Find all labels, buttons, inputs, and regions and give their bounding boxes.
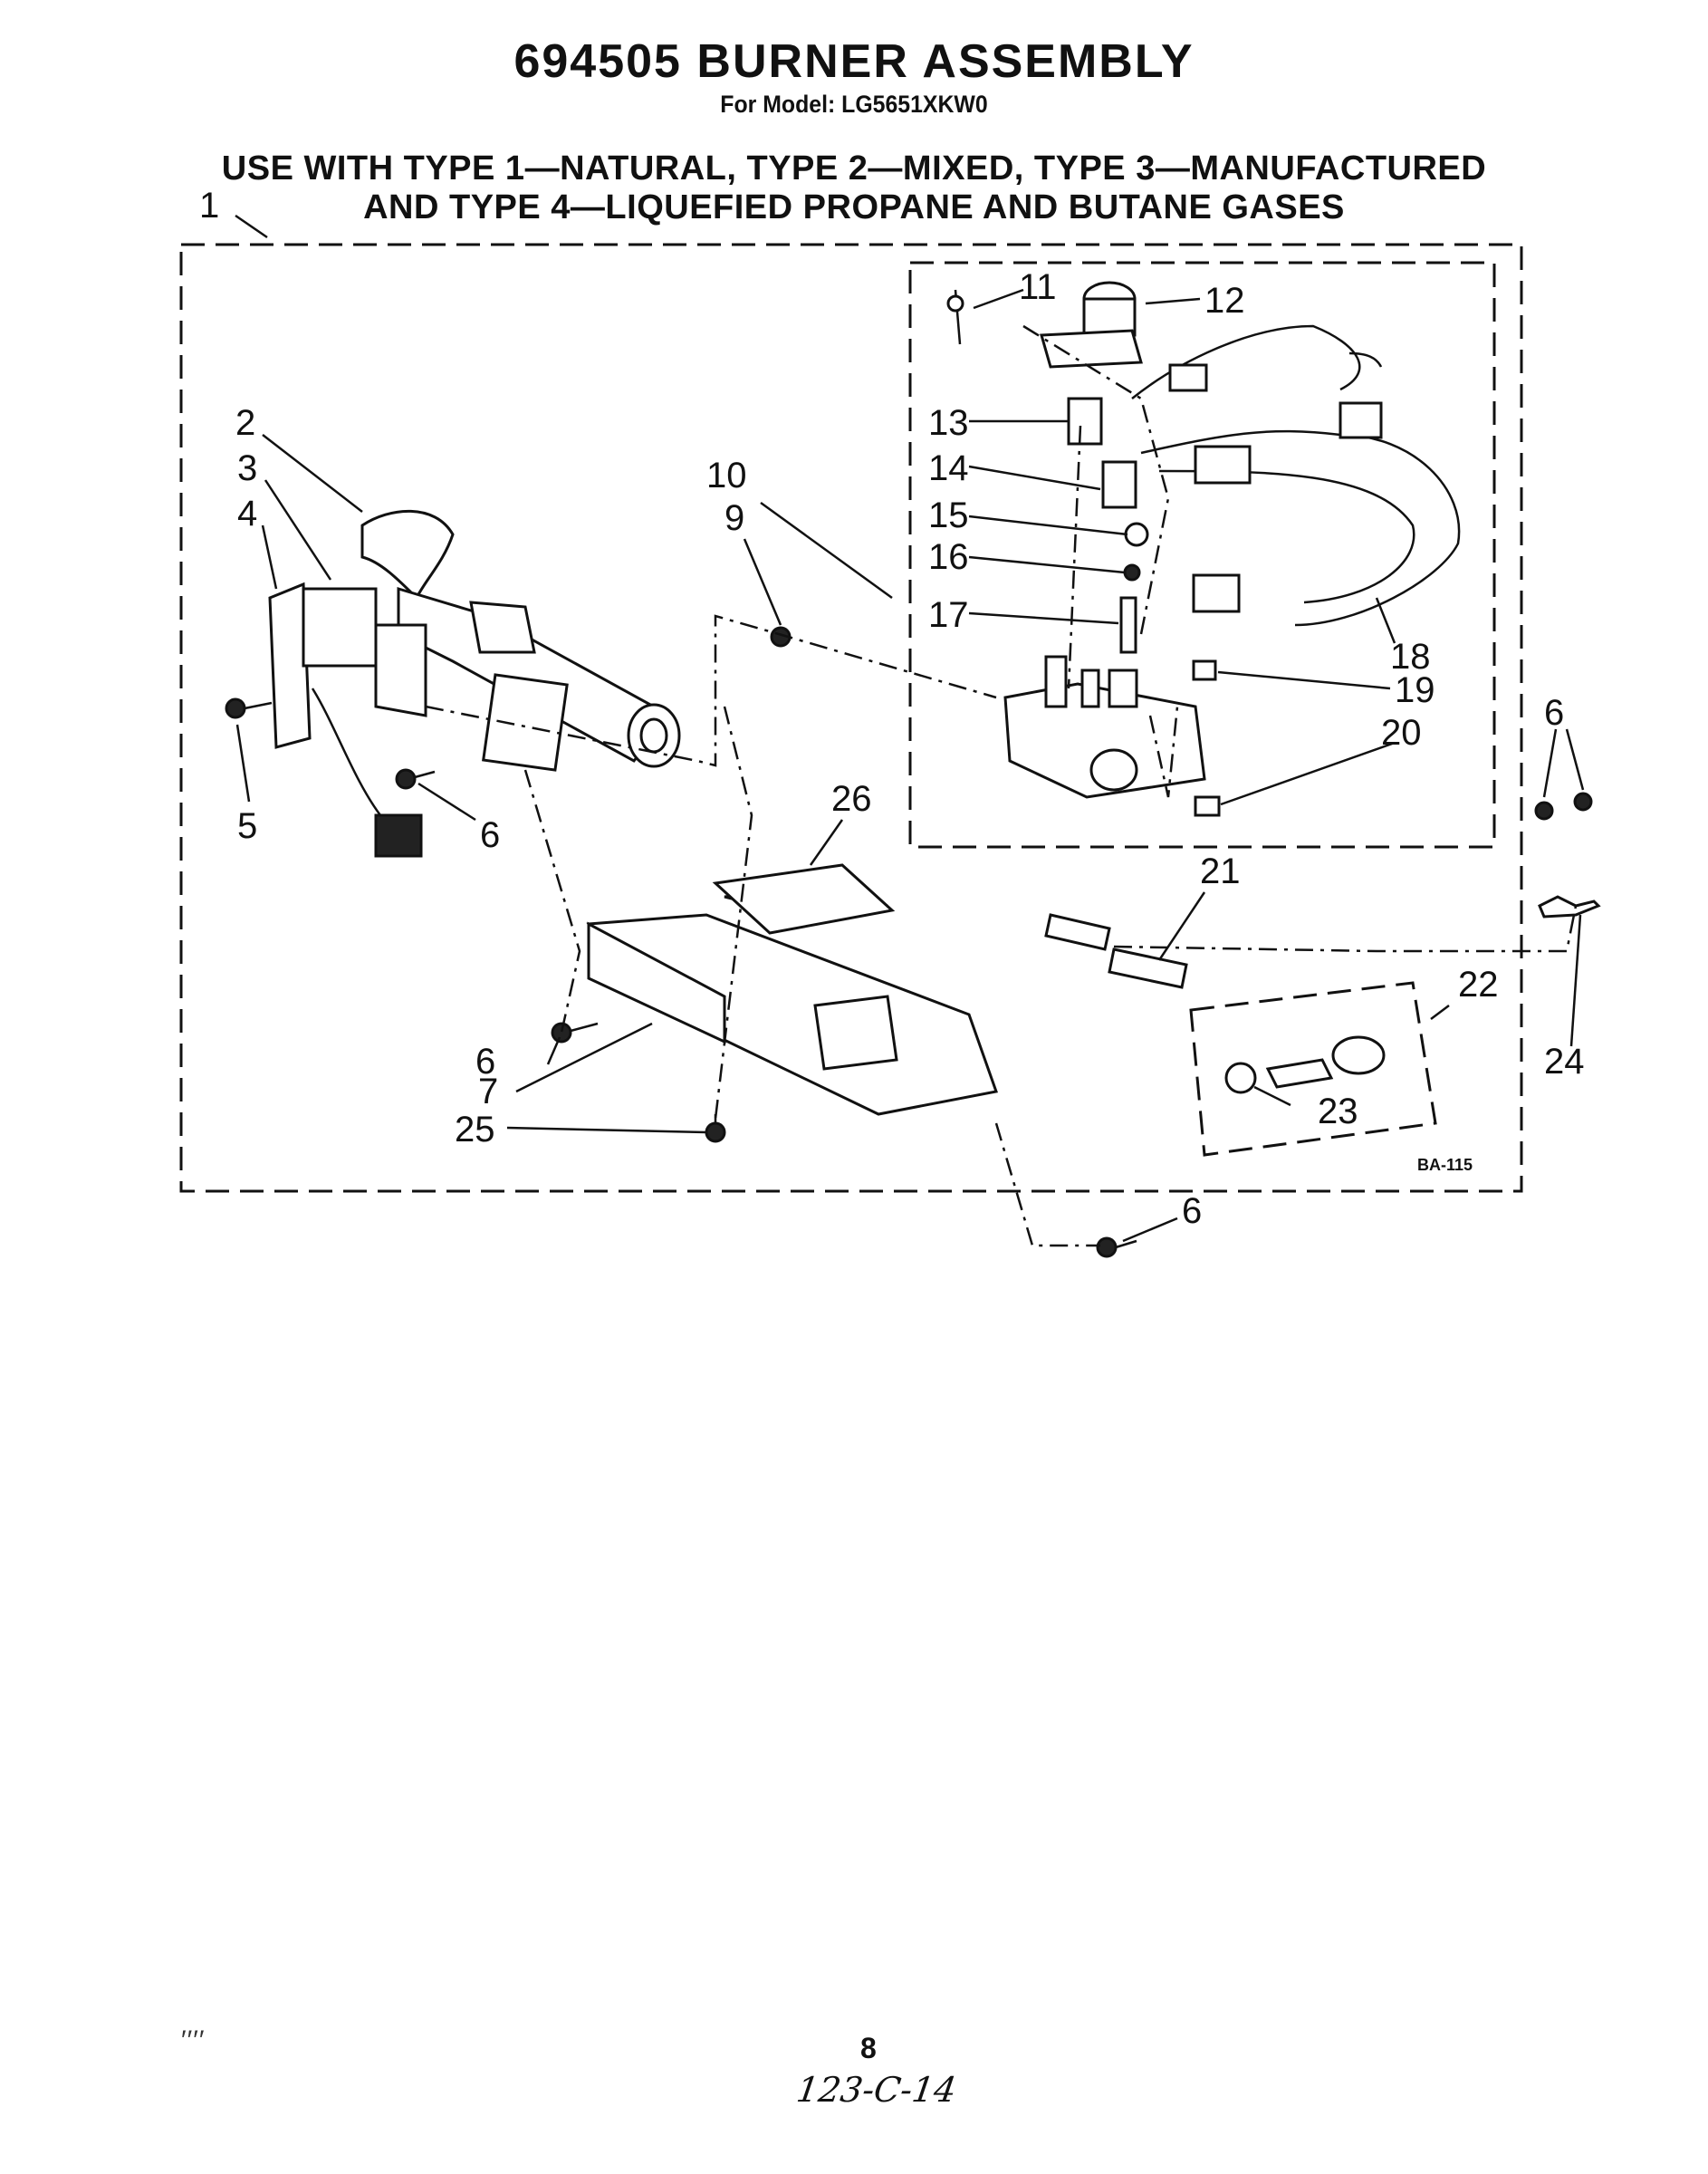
coils <box>1067 397 1149 654</box>
callout-21: 21 <box>1200 851 1241 891</box>
callout-5: 5 <box>237 806 257 846</box>
callout-20: 20 <box>1381 713 1422 753</box>
pipe-clamp <box>1534 792 1601 919</box>
page-number: 8 <box>860 2032 877 2064</box>
stray-mark: ′′′′ <box>181 2025 206 2055</box>
callout-15: 15 <box>928 495 969 535</box>
heat-shield <box>712 863 896 935</box>
assembly-boundary <box>179 243 1523 1193</box>
callout-19: 19 <box>1395 670 1435 710</box>
callout-14: 14 <box>928 448 969 488</box>
callout-9: 9 <box>724 498 744 538</box>
gas-type-line-2: AND TYPE 4—LIQUEFIED PROPANE AND BUTANE … <box>363 188 1345 226</box>
callout-2: 2 <box>235 403 255 443</box>
callout-13: 13 <box>928 403 969 443</box>
callout-7: 7 <box>478 1072 498 1111</box>
screws-left <box>225 697 1137 1258</box>
callout-23: 23 <box>1318 1092 1358 1131</box>
coil-cover <box>1040 281 1143 369</box>
model-number: For Model: LG5651XKW0 <box>720 91 988 118</box>
callout-25: 25 <box>455 1110 495 1150</box>
valve-group-boundary <box>908 261 1496 849</box>
igniter-bracket <box>268 582 427 858</box>
callout-16: 16 <box>928 537 969 577</box>
callout-6: 6 <box>480 815 500 855</box>
callout-1: 1 <box>199 186 219 226</box>
pipe-nipples <box>1044 913 1188 989</box>
orifice-group-boundary <box>1189 981 1437 1157</box>
callout-4: 4 <box>237 494 257 534</box>
callout-17: 17 <box>928 595 969 635</box>
gas-valve <box>1003 655 1206 799</box>
page-title: 694505 BURNER ASSEMBLY <box>513 35 1195 88</box>
callout-6: 6 <box>475 1042 495 1082</box>
callout-12: 12 <box>1204 281 1245 321</box>
gas-type-line-1: USE WITH TYPE 1—NATURAL, TYPE 2—MIXED, T… <box>221 149 1487 188</box>
callout-3: 3 <box>237 448 257 488</box>
callout-6: 6 <box>1182 1191 1202 1231</box>
handwritten-note: 123-C-14 <box>793 2070 959 2110</box>
burner-tube <box>360 509 681 772</box>
callout-22: 22 <box>1458 965 1499 1005</box>
callout-6: 6 <box>1544 693 1564 733</box>
callout-26: 26 <box>831 779 872 819</box>
connector-lines <box>425 324 1578 1247</box>
orifice-fitting <box>1224 1035 1386 1094</box>
callout-24: 24 <box>1544 1042 1585 1082</box>
callout-10: 10 <box>706 456 747 495</box>
callout-18: 18 <box>1390 637 1431 677</box>
callout-11: 11 <box>1019 267 1057 307</box>
leader-lines <box>235 214 1585 1243</box>
wiring-harness <box>1131 324 1461 627</box>
figure-code: BA-115 <box>1417 1156 1473 1174</box>
